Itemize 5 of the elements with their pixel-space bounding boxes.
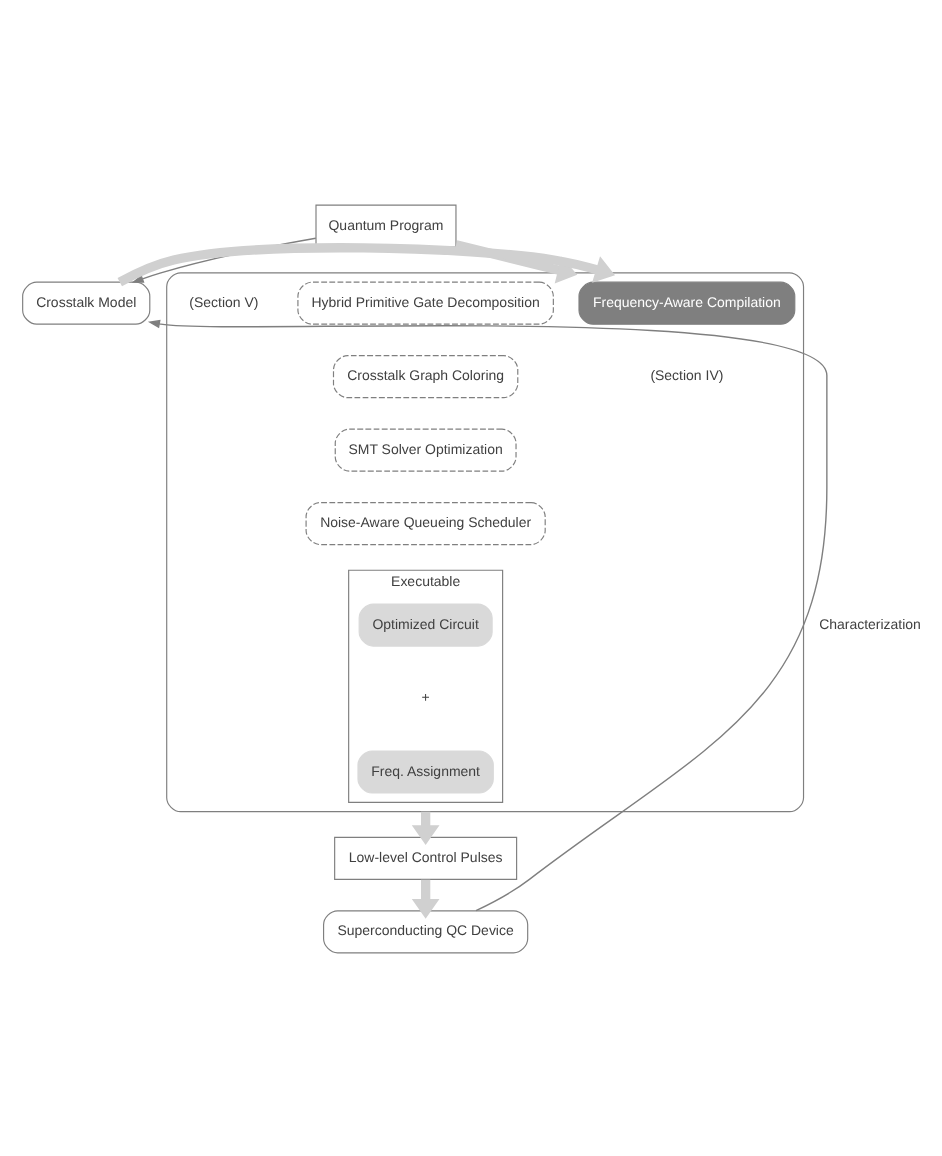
arrow	[410, 878, 439, 918]
arrow	[454, 239, 577, 283]
arrow	[146, 318, 827, 911]
cluster	[165, 271, 804, 812]
arrow	[116, 242, 615, 286]
